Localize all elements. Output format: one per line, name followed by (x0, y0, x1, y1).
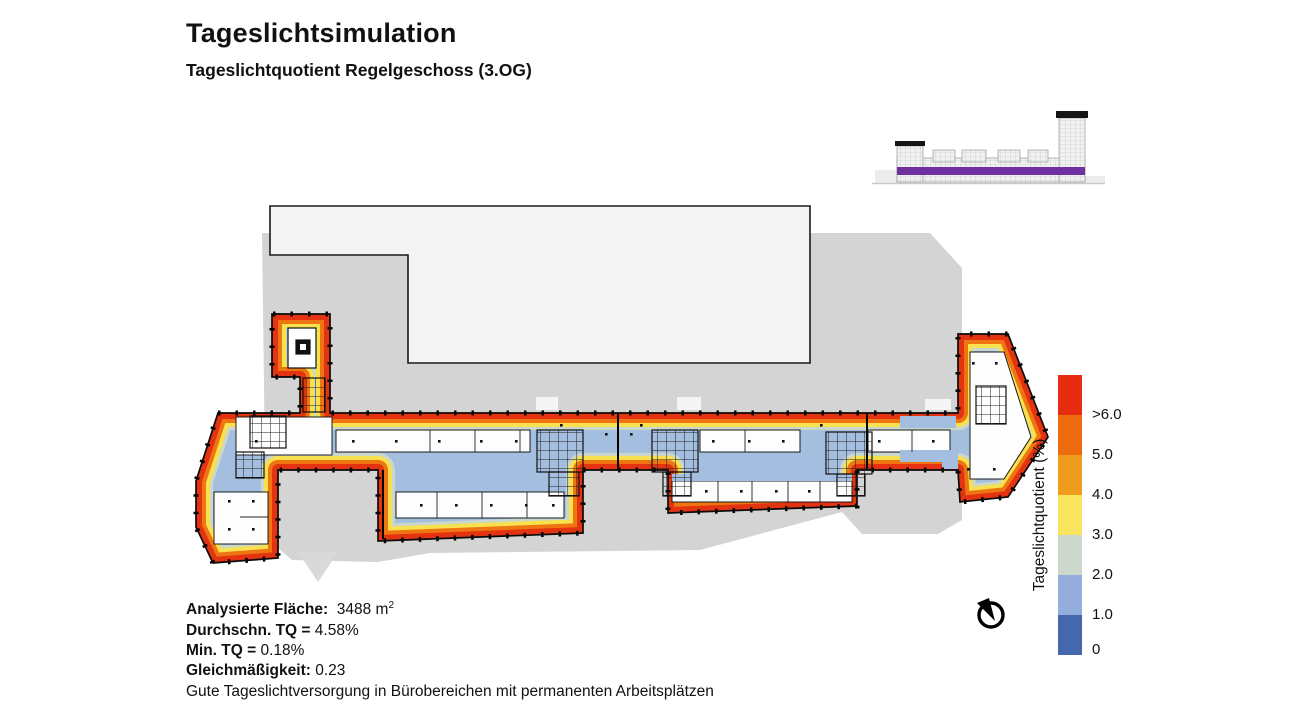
legend-tick-label: 4.0 (1092, 486, 1113, 503)
legend-tick-label: 3.0 (1092, 526, 1113, 543)
page-title: Tageslichtsimulation (186, 18, 457, 48)
north-arrow-icon (977, 598, 1005, 629)
legend-swatch (1058, 415, 1082, 455)
stat-row-average: Durchschn. TQ = 4.58% (186, 621, 359, 639)
legend-tick-label: 0 (1092, 641, 1101, 658)
floor-highlight-band (897, 167, 1085, 175)
stat-row-minimum: Min. TQ = 0.18% (186, 641, 305, 659)
legend-tick-label: 2.0 (1092, 566, 1113, 583)
analysis-statistics: Analysierte Fläche: 3488 m2 Durchschn. T… (186, 596, 714, 702)
legend-swatch (1058, 455, 1082, 495)
legend-swatch (1058, 615, 1082, 655)
legend-swatch (1058, 575, 1082, 615)
adjacent-building-footprint (269, 205, 811, 364)
legend-swatch (1058, 375, 1082, 415)
page-subtitle: Tageslichtquotient Regelgeschoss (3.OG) (186, 60, 532, 80)
stat-note: Gute Tageslichtversorgung in Bürobereich… (186, 682, 714, 700)
legend-axis-label: Tageslichtquotient (%) (1031, 438, 1048, 592)
legend-swatch (1058, 495, 1082, 535)
building-cores (235, 327, 1007, 497)
legend-tick-label: >6.0 (1092, 406, 1122, 423)
stat-row-area: Analysierte Fläche: 3488 m2 (186, 600, 395, 619)
interior-corridors (672, 416, 958, 481)
legend-tick-label: 5.0 (1092, 446, 1113, 463)
elevation-diagram (872, 111, 1105, 185)
room-dividers (240, 430, 913, 518)
stat-row-uniformity: Gleichmäßigkeit: 0.23 (186, 662, 346, 680)
legend-swatch (1058, 535, 1082, 575)
legend-tick-label: 1.0 (1092, 606, 1113, 623)
structural-columns (228, 362, 998, 531)
